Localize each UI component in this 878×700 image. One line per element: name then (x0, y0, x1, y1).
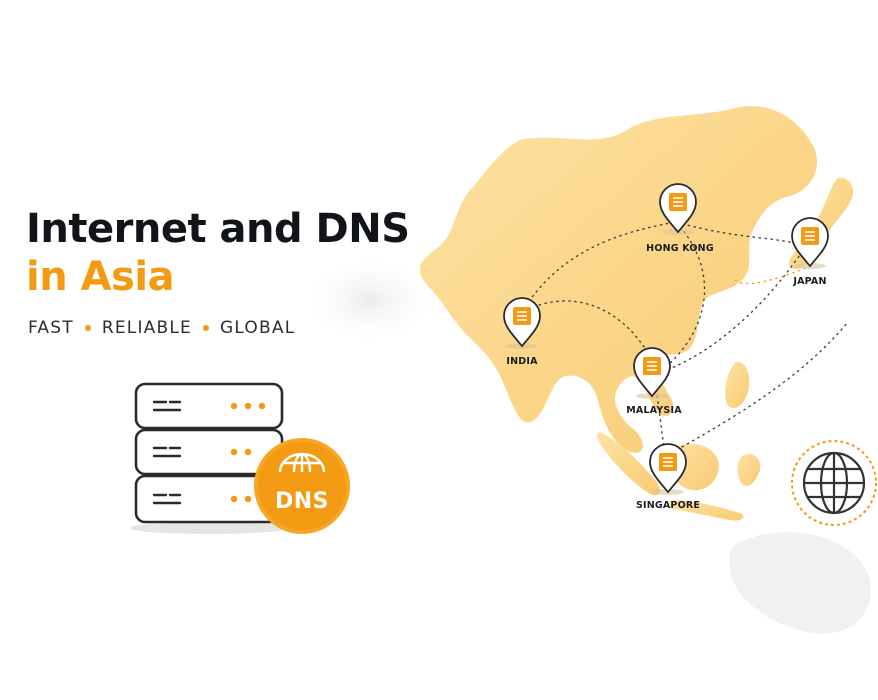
location-label-malaysia: MALAYSIA (626, 405, 682, 416)
tagline-fast: FAST (28, 318, 74, 338)
location-pin-india[interactable] (503, 297, 541, 349)
title-line-2: in Asia (26, 254, 175, 300)
location-label-hong-kong: HONG KONG (646, 243, 714, 254)
dns-badge-label: DNS (274, 489, 330, 514)
location-pin-hong-kong[interactable] (659, 183, 697, 235)
tagline-reliable: RELIABLE (101, 318, 192, 338)
dns-badge (254, 438, 350, 534)
location-pin-malaysia[interactable] (633, 347, 671, 399)
background-shape (310, 260, 430, 340)
tagline-separator (84, 325, 91, 331)
australia-shape (728, 532, 871, 634)
location-pin-singapore[interactable] (649, 443, 687, 495)
tagline-separator (202, 325, 209, 331)
globe-icon (791, 440, 877, 526)
location-label-singapore: SINGAPORE (635, 500, 701, 511)
page-title: Internet and DNS in Asia (26, 205, 410, 301)
location-label-japan: JAPAN (793, 276, 827, 287)
title-line-1: Internet and DNS (26, 206, 410, 252)
asia-map (419, 106, 854, 521)
tagline: FAST RELIABLE GLOBAL (28, 318, 295, 338)
tagline-global: GLOBAL (219, 318, 296, 338)
location-label-india: INDIA (506, 356, 538, 367)
location-pin-japan[interactable] (791, 217, 829, 269)
globe-icon (278, 452, 326, 473)
speed-lines (28, 414, 134, 494)
